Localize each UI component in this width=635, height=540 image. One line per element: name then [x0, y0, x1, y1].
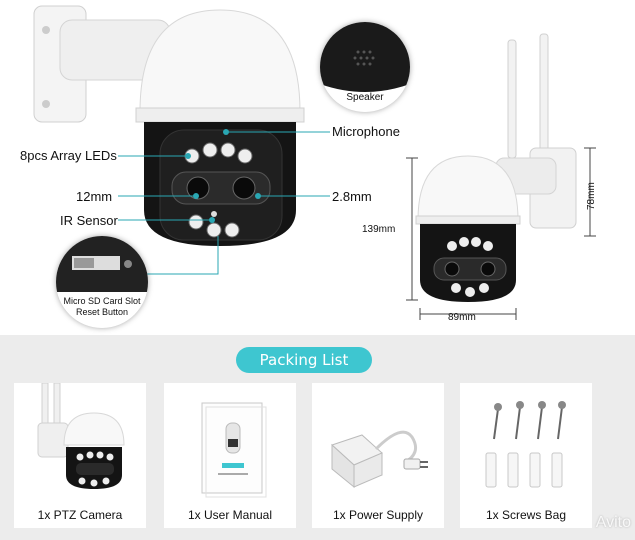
user-manual-icon — [201, 402, 267, 498]
packing-item-label: 1x PTZ Camera — [37, 508, 123, 522]
sd-caption-1: Micro SD Card Slot — [63, 296, 141, 306]
packing-item-label: 1x User Manual — [187, 508, 273, 522]
speaker-bubble: Speaker — [320, 22, 410, 112]
packing-item-user-manual: 1x User Manual — [164, 383, 296, 528]
ptz-camera-icon — [37, 383, 125, 489]
camera-main-illustration — [33, 5, 330, 250]
packing-item-screws-bag: 1x Screws Bag — [460, 383, 592, 528]
power-supply-icon — [331, 430, 428, 489]
label-microphone: Microphone — [332, 124, 400, 139]
dimension-height: 139mm — [362, 224, 396, 235]
sd-pointer-line — [140, 248, 219, 275]
packing-list-title: Packing List — [236, 347, 372, 373]
label-array-leds: 8pcs Array LEDs — [20, 148, 117, 163]
label-12mm: 12mm — [76, 189, 113, 204]
product-diagram: Microphone 8pcs Array LEDs 12mm 2.8mm IR… — [20, 5, 597, 328]
camera-dimension-illustration — [406, 33, 596, 320]
packing-item-ptz-camera: 1x PTZ Camera — [14, 383, 146, 528]
dimension-width: 89mm — [448, 312, 476, 323]
speaker-grille-icon — [320, 22, 410, 92]
packing-item-label: 1x Power Supply — [332, 508, 424, 522]
speaker-caption: Speaker — [346, 92, 384, 103]
sd-caption-2: Reset Button — [75, 307, 129, 317]
dimension-depth: 78mm — [586, 182, 597, 210]
avito-watermark: Avito — [595, 514, 631, 531]
packing-item-label: 1x Screws Bag — [485, 508, 567, 522]
screws-icon — [485, 401, 566, 488]
sd-slot-bubble: Micro SD Card Slot Reset Button — [56, 236, 148, 328]
label-ir-sensor: IR Sensor — [60, 213, 118, 228]
packing-item-power-supply: 1x Power Supply — [312, 383, 444, 528]
label-2-8mm: 2.8mm — [332, 189, 372, 204]
